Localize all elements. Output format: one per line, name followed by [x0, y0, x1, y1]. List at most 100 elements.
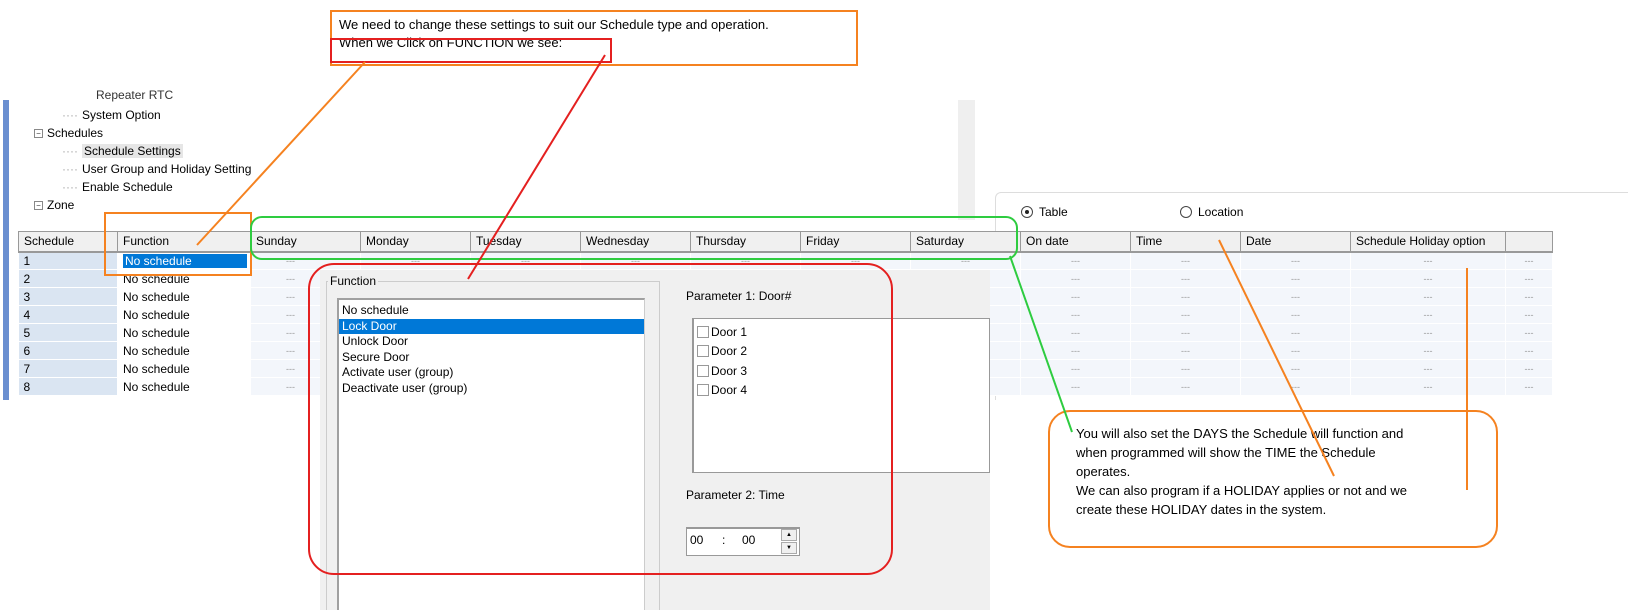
cell[interactable]: --- [1240, 341, 1351, 360]
tree-item-zone[interactable]: −Zone [34, 198, 74, 212]
cell[interactable]: --- [1350, 323, 1506, 342]
cell[interactable]: --- [800, 251, 911, 270]
highlight-box-days [250, 216, 1018, 260]
tree-item-partial[interactable]: Repeater RTC [96, 88, 174, 102]
cell[interactable]: --- [1240, 359, 1351, 378]
cell[interactable]: --- [1505, 269, 1553, 288]
highlight-box-dialog [308, 263, 893, 575]
cell[interactable]: --- [1240, 251, 1351, 270]
cell[interactable]: --- [1350, 359, 1506, 378]
cell[interactable]: --- [1505, 305, 1553, 324]
function-cell[interactable]: No schedule [117, 323, 251, 342]
radio-location[interactable]: Location [1180, 205, 1243, 219]
function-option-selected[interactable]: Lock Door [339, 318, 644, 334]
cell[interactable]: --- [1020, 269, 1131, 288]
cell[interactable]: --- [1130, 269, 1241, 288]
cell[interactable]: --- [1240, 305, 1351, 324]
cell[interactable]: --- [1505, 377, 1553, 396]
column-header[interactable]: Thursday [690, 231, 801, 253]
cell[interactable]: --- [1130, 287, 1241, 306]
column-header[interactable]: Monday [360, 231, 471, 253]
cell[interactable]: --- [1130, 341, 1241, 360]
schedule-number: 1 [18, 251, 118, 270]
checkbox-icon[interactable] [697, 345, 709, 358]
cell[interactable]: --- [1130, 359, 1241, 378]
function-cell[interactable]: No schedule [117, 377, 251, 396]
cell[interactable]: --- [1350, 287, 1506, 306]
cell[interactable]: --- [1350, 305, 1506, 324]
door-checkbox[interactable]: Door 2 [694, 342, 989, 362]
radio-table[interactable]: Table [1021, 205, 1068, 219]
callout-line: create these HOLIDAY dates in the system… [1076, 502, 1327, 517]
checkbox-icon[interactable] [697, 384, 709, 397]
cell[interactable]: --- [690, 251, 801, 270]
cell[interactable]: --- [1020, 341, 1131, 360]
cell[interactable]: --- [1505, 287, 1553, 306]
column-header[interactable]: Saturday [910, 231, 1021, 253]
cell[interactable]: --- [1020, 305, 1131, 324]
spin-down-icon[interactable]: ▼ [781, 542, 797, 554]
cell[interactable]: --- [1350, 269, 1506, 288]
callout-line: when programmed will show the TIME the S… [1076, 445, 1376, 460]
cell[interactable]: --- [580, 251, 691, 270]
cell[interactable]: --- [1505, 323, 1553, 342]
cell[interactable]: --- [1350, 341, 1506, 360]
time-minutes[interactable]: 00 [742, 533, 756, 547]
column-header[interactable]: Time [1130, 231, 1241, 253]
column-header[interactable]: Friday [800, 231, 911, 253]
cell[interactable]: --- [1505, 359, 1553, 378]
time-hours[interactable]: 00 [690, 533, 704, 547]
tree-item-user-group-holiday[interactable]: ····User Group and Holiday Setting [62, 162, 252, 176]
cell[interactable]: --- [1130, 323, 1241, 342]
door-checkbox[interactable]: Door 3 [694, 361, 989, 381]
spin-up-icon[interactable]: ▲ [781, 529, 797, 541]
cell[interactable]: --- [1350, 251, 1506, 270]
cell[interactable]: --- [1130, 377, 1241, 396]
cell[interactable]: --- [1020, 287, 1131, 306]
cell[interactable]: --- [1240, 269, 1351, 288]
column-header[interactable]: On date [1020, 231, 1131, 253]
cell[interactable]: --- [1505, 251, 1553, 270]
cell[interactable]: --- [1020, 251, 1131, 270]
door-checkbox[interactable]: Door 1 [694, 322, 989, 342]
checkbox-icon[interactable] [697, 364, 709, 377]
cell[interactable]: --- [1350, 377, 1506, 396]
function-cell[interactable]: No schedule [117, 305, 251, 324]
cell[interactable]: --- [1020, 323, 1131, 342]
collapse-icon[interactable]: − [34, 200, 43, 210]
column-header[interactable] [1505, 231, 1553, 253]
cell[interactable]: --- [1240, 287, 1351, 306]
collapse-icon[interactable]: − [34, 128, 43, 138]
column-header[interactable]: Schedule Holiday option [1350, 231, 1506, 253]
function-listbox[interactable]: No schedule Lock Door Unlock Door Secure… [337, 298, 645, 610]
cell[interactable]: --- [910, 251, 1021, 270]
cell[interactable]: --- [1505, 341, 1553, 360]
cell[interactable]: --- [1020, 377, 1131, 396]
function-cell[interactable]: No schedule [117, 341, 251, 360]
tree-label: Zone [47, 198, 75, 212]
cell[interactable]: --- [360, 251, 471, 270]
function-option[interactable]: Deactivate user (group) [342, 380, 468, 395]
function-option[interactable]: Activate user (group) [342, 365, 454, 379]
cell[interactable]: --- [1020, 359, 1131, 378]
door-checkbox[interactable]: Door 4 [694, 381, 989, 401]
tree-item-system-option[interactable]: ····System Option [62, 108, 161, 122]
tree-item-schedule-settings[interactable]: ····Schedule Settings [62, 144, 183, 158]
function-cell[interactable]: No schedule [117, 287, 251, 306]
function-option[interactable]: Unlock Door [342, 334, 409, 348]
callout-line: You will also set the DAYS the Schedule … [1076, 426, 1404, 441]
splitter[interactable] [958, 100, 975, 220]
checkbox-icon[interactable] [697, 325, 709, 338]
time-spinner[interactable]: 00 : 00 ▲ ▼ [686, 527, 800, 556]
function-cell[interactable]: No schedule [117, 359, 251, 378]
tree-item-enable-schedule[interactable]: ····Enable Schedule [62, 180, 173, 194]
cell[interactable]: --- [1240, 377, 1351, 396]
function-option[interactable]: Secure Door [342, 349, 410, 364]
cell[interactable]: --- [1240, 323, 1351, 342]
tree-item-schedules[interactable]: −Schedules [34, 126, 103, 140]
column-header[interactable]: Date [1240, 231, 1351, 253]
cell[interactable]: --- [1130, 251, 1241, 270]
cell[interactable]: --- [1130, 305, 1241, 324]
function-option[interactable]: No schedule [342, 303, 409, 317]
column-header[interactable]: Schedule [18, 231, 118, 253]
